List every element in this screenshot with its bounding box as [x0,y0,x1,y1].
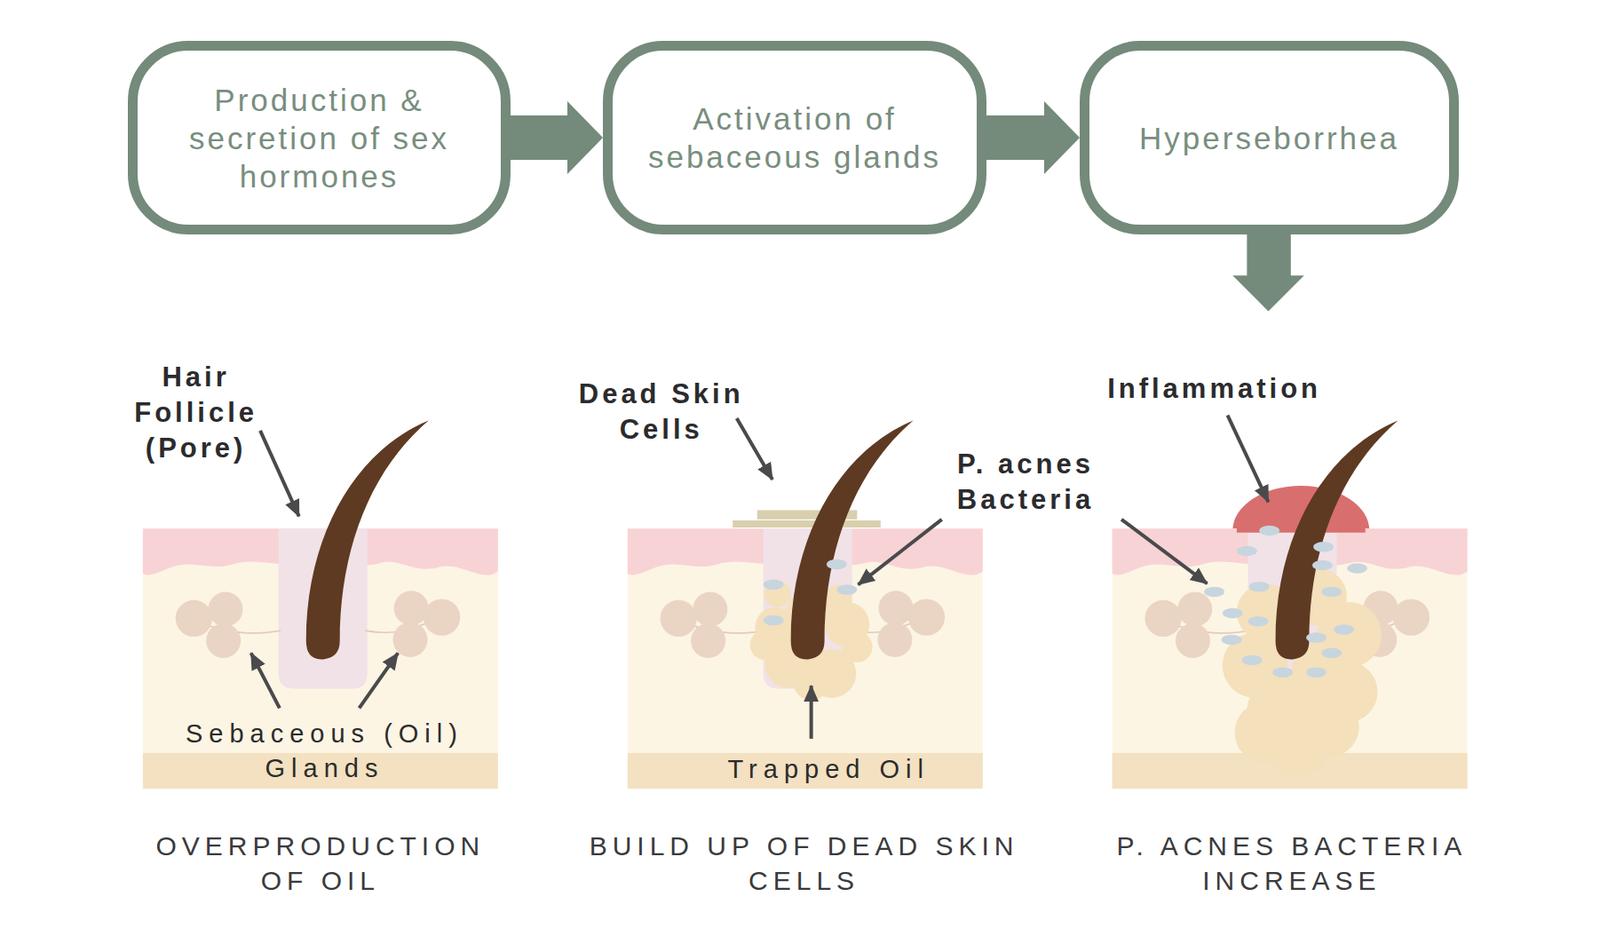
bacterium [1306,632,1327,642]
bacterium [763,579,785,590]
bacterium [1242,655,1263,666]
flow-arrow [984,115,1045,160]
bacterium [826,559,848,570]
bacteria [763,559,858,626]
stage-caption: OVERPRODUCTION OF OIL [142,828,499,898]
stage-caption: BUILD UP OF DEAD SKIN CELLS [564,828,1045,898]
down-arrow [1232,230,1304,312]
flow-arrow [508,115,568,160]
bacterium [836,584,857,595]
leader-line [1227,415,1269,503]
bacteria [1203,525,1368,678]
stage-caption: P. ACNES BACTERIA INCREASE [1083,828,1501,898]
box-text: Production & secretion of sex hormones [173,80,467,196]
oil-blob [1267,716,1329,778]
bacterium [1313,541,1334,552]
leader-line [260,430,300,517]
part-label: Inflammation [1107,371,1322,407]
part-label: Sebaceous (Oil) Glands [159,716,489,786]
bacterium [1346,562,1368,573]
leader-line [736,418,773,480]
hair [1275,419,1399,659]
part-label: Dead Skin Cells [559,376,764,448]
box-text: Activation of sebaceous glands [634,99,955,176]
bacterium [1221,634,1243,645]
bacterium [1236,546,1258,556]
leader-line [251,652,280,708]
bacterium [1222,608,1244,618]
bacterium [1249,581,1270,592]
process-box: Hyperseborrhea [1079,40,1459,235]
leader-line [359,652,399,708]
process-box: Activation of sebaceous glands [602,40,987,235]
hair [791,419,914,659]
bacterium [1203,586,1225,597]
leader-lines [251,415,1269,739]
dead-skin-cell [732,520,881,528]
bacterium [1321,586,1342,597]
leader-line [858,519,943,586]
bacterium [1333,624,1355,634]
bacterium [1272,666,1293,677]
process-box: Production & secretion of sex hormones [127,40,511,235]
bacterium [1248,616,1269,626]
bacterium [1306,666,1327,677]
bacterium [1312,560,1333,571]
bacterium [1321,648,1342,658]
leader-line [1121,519,1208,584]
part-label: Trapped Oil [727,752,929,787]
part-label: P. acnes Bacteria [927,446,1124,518]
leader-line [809,685,814,739]
hair [306,419,429,659]
bacterium [763,615,785,626]
box-text: Hyperseborrhea [1139,118,1400,158]
part-label: Hair Follicle (Pore) [116,359,277,467]
bacterium [1259,525,1280,536]
